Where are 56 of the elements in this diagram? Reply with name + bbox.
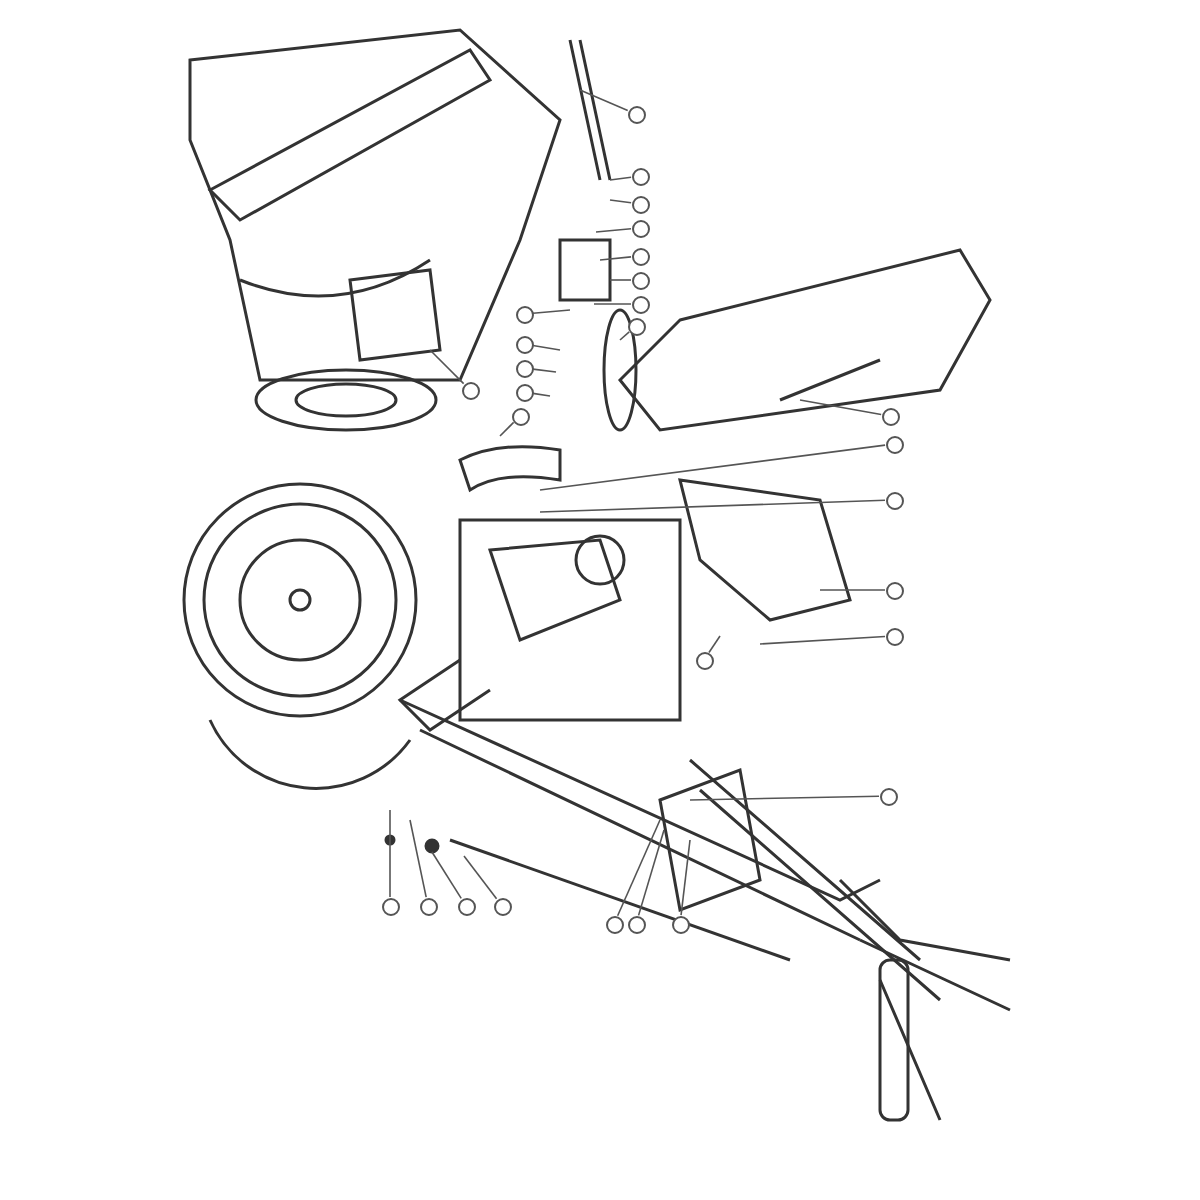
leader-line (409, 819, 427, 898)
callout-circle (419, 897, 437, 915)
leader-line (595, 228, 632, 233)
leader-line (616, 819, 661, 917)
leader-line (637, 829, 665, 917)
leader-line (599, 256, 632, 261)
leader-line (539, 499, 886, 513)
callout-circle (381, 897, 399, 915)
callout-circle (461, 381, 479, 399)
leader-line (609, 279, 632, 281)
callout-circle (515, 335, 533, 353)
callout-circle (631, 295, 649, 313)
callout-circle (515, 305, 533, 323)
callout-circle (671, 915, 689, 933)
callout-circle (627, 915, 645, 933)
callout-circle (631, 167, 649, 185)
callout-circle (885, 627, 903, 645)
callout-circle (493, 897, 511, 915)
callout-circle (885, 581, 903, 599)
callout-circle (511, 407, 529, 425)
leader-line (579, 89, 629, 112)
callout-circle (631, 195, 649, 213)
callout-circle (885, 491, 903, 509)
callout-circle (627, 317, 645, 335)
callout-circle (515, 359, 533, 377)
leader-line (593, 303, 632, 305)
callout-circle (627, 105, 645, 123)
callout-circle (457, 897, 475, 915)
callout-circle (515, 383, 533, 401)
callout-circle (695, 651, 713, 669)
leader-line (680, 839, 691, 916)
leader-line (431, 851, 462, 900)
callout-circle (881, 407, 899, 425)
callout-circle (605, 915, 623, 933)
leader-line (539, 444, 886, 491)
leader-line (619, 331, 631, 341)
leader-line (429, 349, 465, 385)
leader-line (819, 589, 886, 591)
callout-circle (631, 219, 649, 237)
leader-line (799, 399, 882, 416)
leader-line (759, 635, 886, 645)
leader-line (532, 309, 571, 315)
leader-line (389, 809, 391, 898)
callout-circle (885, 435, 903, 453)
leader-line (532, 368, 557, 373)
leader-line (609, 176, 632, 181)
callout-circle (631, 271, 649, 289)
leader-line (609, 199, 632, 204)
callout-circle (631, 247, 649, 265)
callout-circle (879, 787, 897, 805)
leader-line (499, 421, 515, 437)
leader-line (708, 635, 721, 654)
leader-line (463, 855, 498, 900)
leader-line (532, 392, 551, 397)
leader-line (532, 344, 561, 351)
leader-line (689, 795, 880, 801)
